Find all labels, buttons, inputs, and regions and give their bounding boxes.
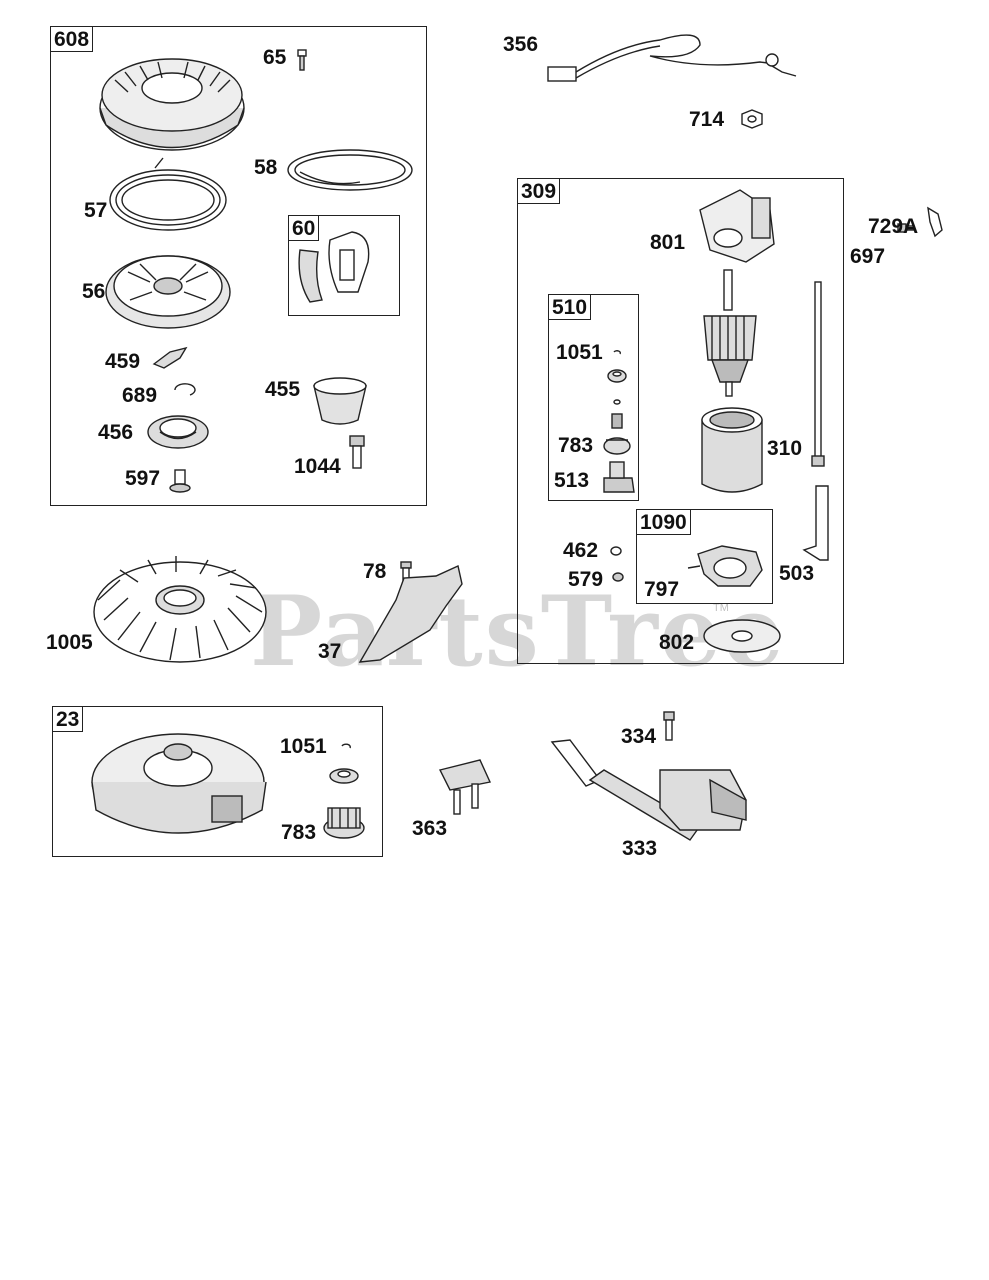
group-box-23: 23 bbox=[52, 706, 383, 857]
part-label-597[interactable]: 597 bbox=[125, 467, 161, 490]
group-label-60[interactable]: 60 bbox=[288, 215, 320, 242]
spring-57-drawing bbox=[109, 157, 227, 231]
screw-697-drawing bbox=[897, 223, 915, 233]
part-label-689[interactable]: 689 bbox=[122, 384, 158, 407]
part-label-455[interactable]: 455 bbox=[265, 378, 301, 401]
nut-579-drawing bbox=[612, 572, 624, 582]
cable-356-drawing bbox=[547, 34, 797, 82]
washer-462-drawing bbox=[610, 546, 622, 556]
clip-729a-drawing bbox=[927, 206, 943, 238]
part-label-310[interactable]: 310 bbox=[767, 437, 803, 460]
part-label-65[interactable]: 65 bbox=[263, 46, 287, 69]
part-label-57[interactable]: 57 bbox=[84, 199, 108, 222]
group-box-60: 60 bbox=[288, 215, 400, 316]
bracket-801-drawing bbox=[699, 189, 775, 263]
group-label-510[interactable]: 510 bbox=[548, 294, 592, 321]
part-label-579[interactable]: 579 bbox=[568, 568, 604, 591]
watermark: PartsTree bbox=[250, 575, 786, 688]
pulley-56-drawing bbox=[105, 255, 231, 329]
group-23-parts-drawing bbox=[323, 743, 365, 839]
part-label-334[interactable]: 334 bbox=[621, 725, 657, 748]
handle-60-drawing bbox=[298, 231, 370, 303]
part-label-802[interactable]: 802 bbox=[659, 631, 695, 654]
watermark-trademark: TM bbox=[713, 602, 729, 614]
armature-drawing bbox=[703, 269, 757, 397]
part-label-1044[interactable]: 1044 bbox=[294, 455, 341, 478]
group-510-parts-drawing bbox=[603, 350, 635, 493]
screw-597-drawing bbox=[169, 469, 191, 493]
group-box-309: 309 bbox=[517, 178, 844, 664]
part-label-58[interactable]: 58 bbox=[254, 156, 278, 179]
screw-334-drawing bbox=[663, 711, 675, 741]
brush-holder-1090-drawing bbox=[687, 545, 763, 587]
housing-310-drawing bbox=[701, 407, 763, 493]
plate-802-drawing bbox=[703, 619, 781, 653]
part-label-333[interactable]: 333 bbox=[622, 837, 658, 860]
part-label-78[interactable]: 78 bbox=[363, 560, 387, 583]
clamp-363-drawing bbox=[438, 759, 492, 815]
group-box-510: 510 bbox=[548, 294, 639, 501]
screw-65-drawing bbox=[297, 49, 307, 71]
group-label-23[interactable]: 23 bbox=[52, 706, 84, 733]
part-label-462[interactable]: 462 bbox=[563, 539, 599, 562]
cup-455-drawing bbox=[313, 377, 367, 425]
part-label-37[interactable]: 37 bbox=[318, 640, 342, 663]
nut-714-drawing bbox=[741, 109, 763, 129]
ring-689-drawing bbox=[174, 383, 196, 396]
bolt-310-drawing bbox=[811, 281, 825, 467]
group-box-1090: 1090 bbox=[636, 509, 773, 604]
baffle-37-drawing bbox=[358, 565, 463, 663]
part-label-56[interactable]: 56 bbox=[82, 280, 106, 303]
flywheel-23-drawing bbox=[91, 733, 267, 834]
part-label-1005[interactable]: 1005 bbox=[46, 631, 93, 654]
part-label-1051-flywheel[interactable]: 1051 bbox=[280, 735, 327, 758]
part-label-513[interactable]: 513 bbox=[554, 469, 590, 492]
group-label-1090[interactable]: 1090 bbox=[636, 509, 691, 536]
part-label-729a[interactable]: 729A bbox=[868, 215, 919, 238]
part-label-783-flywheel[interactable]: 783 bbox=[281, 821, 317, 844]
group-label-608[interactable]: 608 bbox=[50, 26, 94, 53]
blower-housing-drawing bbox=[99, 58, 245, 151]
screw-1044-drawing bbox=[349, 435, 365, 469]
part-label-797[interactable]: 797 bbox=[644, 578, 680, 601]
part-label-714[interactable]: 714 bbox=[689, 108, 725, 131]
ignition-coil-333-drawing bbox=[550, 739, 747, 841]
part-label-459[interactable]: 459 bbox=[105, 350, 141, 373]
part-label-783-starter[interactable]: 783 bbox=[558, 434, 594, 457]
cup-456-drawing bbox=[147, 415, 209, 449]
part-label-456[interactable]: 456 bbox=[98, 421, 134, 444]
part-label-1051-starter[interactable]: 1051 bbox=[556, 341, 603, 364]
part-label-503[interactable]: 503 bbox=[779, 562, 815, 585]
group-label-309[interactable]: 309 bbox=[517, 178, 561, 205]
part-label-356[interactable]: 356 bbox=[503, 33, 539, 56]
fan-1005-drawing bbox=[93, 556, 267, 663]
group-box-608: 608 bbox=[50, 26, 427, 506]
part-label-697[interactable]: 697 bbox=[850, 245, 886, 268]
part-label-801[interactable]: 801 bbox=[650, 231, 686, 254]
rope-58-drawing bbox=[287, 149, 413, 191]
part-label-363[interactable]: 363 bbox=[412, 817, 448, 840]
strip-503-drawing bbox=[802, 485, 829, 561]
pawl-459-drawing bbox=[152, 346, 188, 369]
